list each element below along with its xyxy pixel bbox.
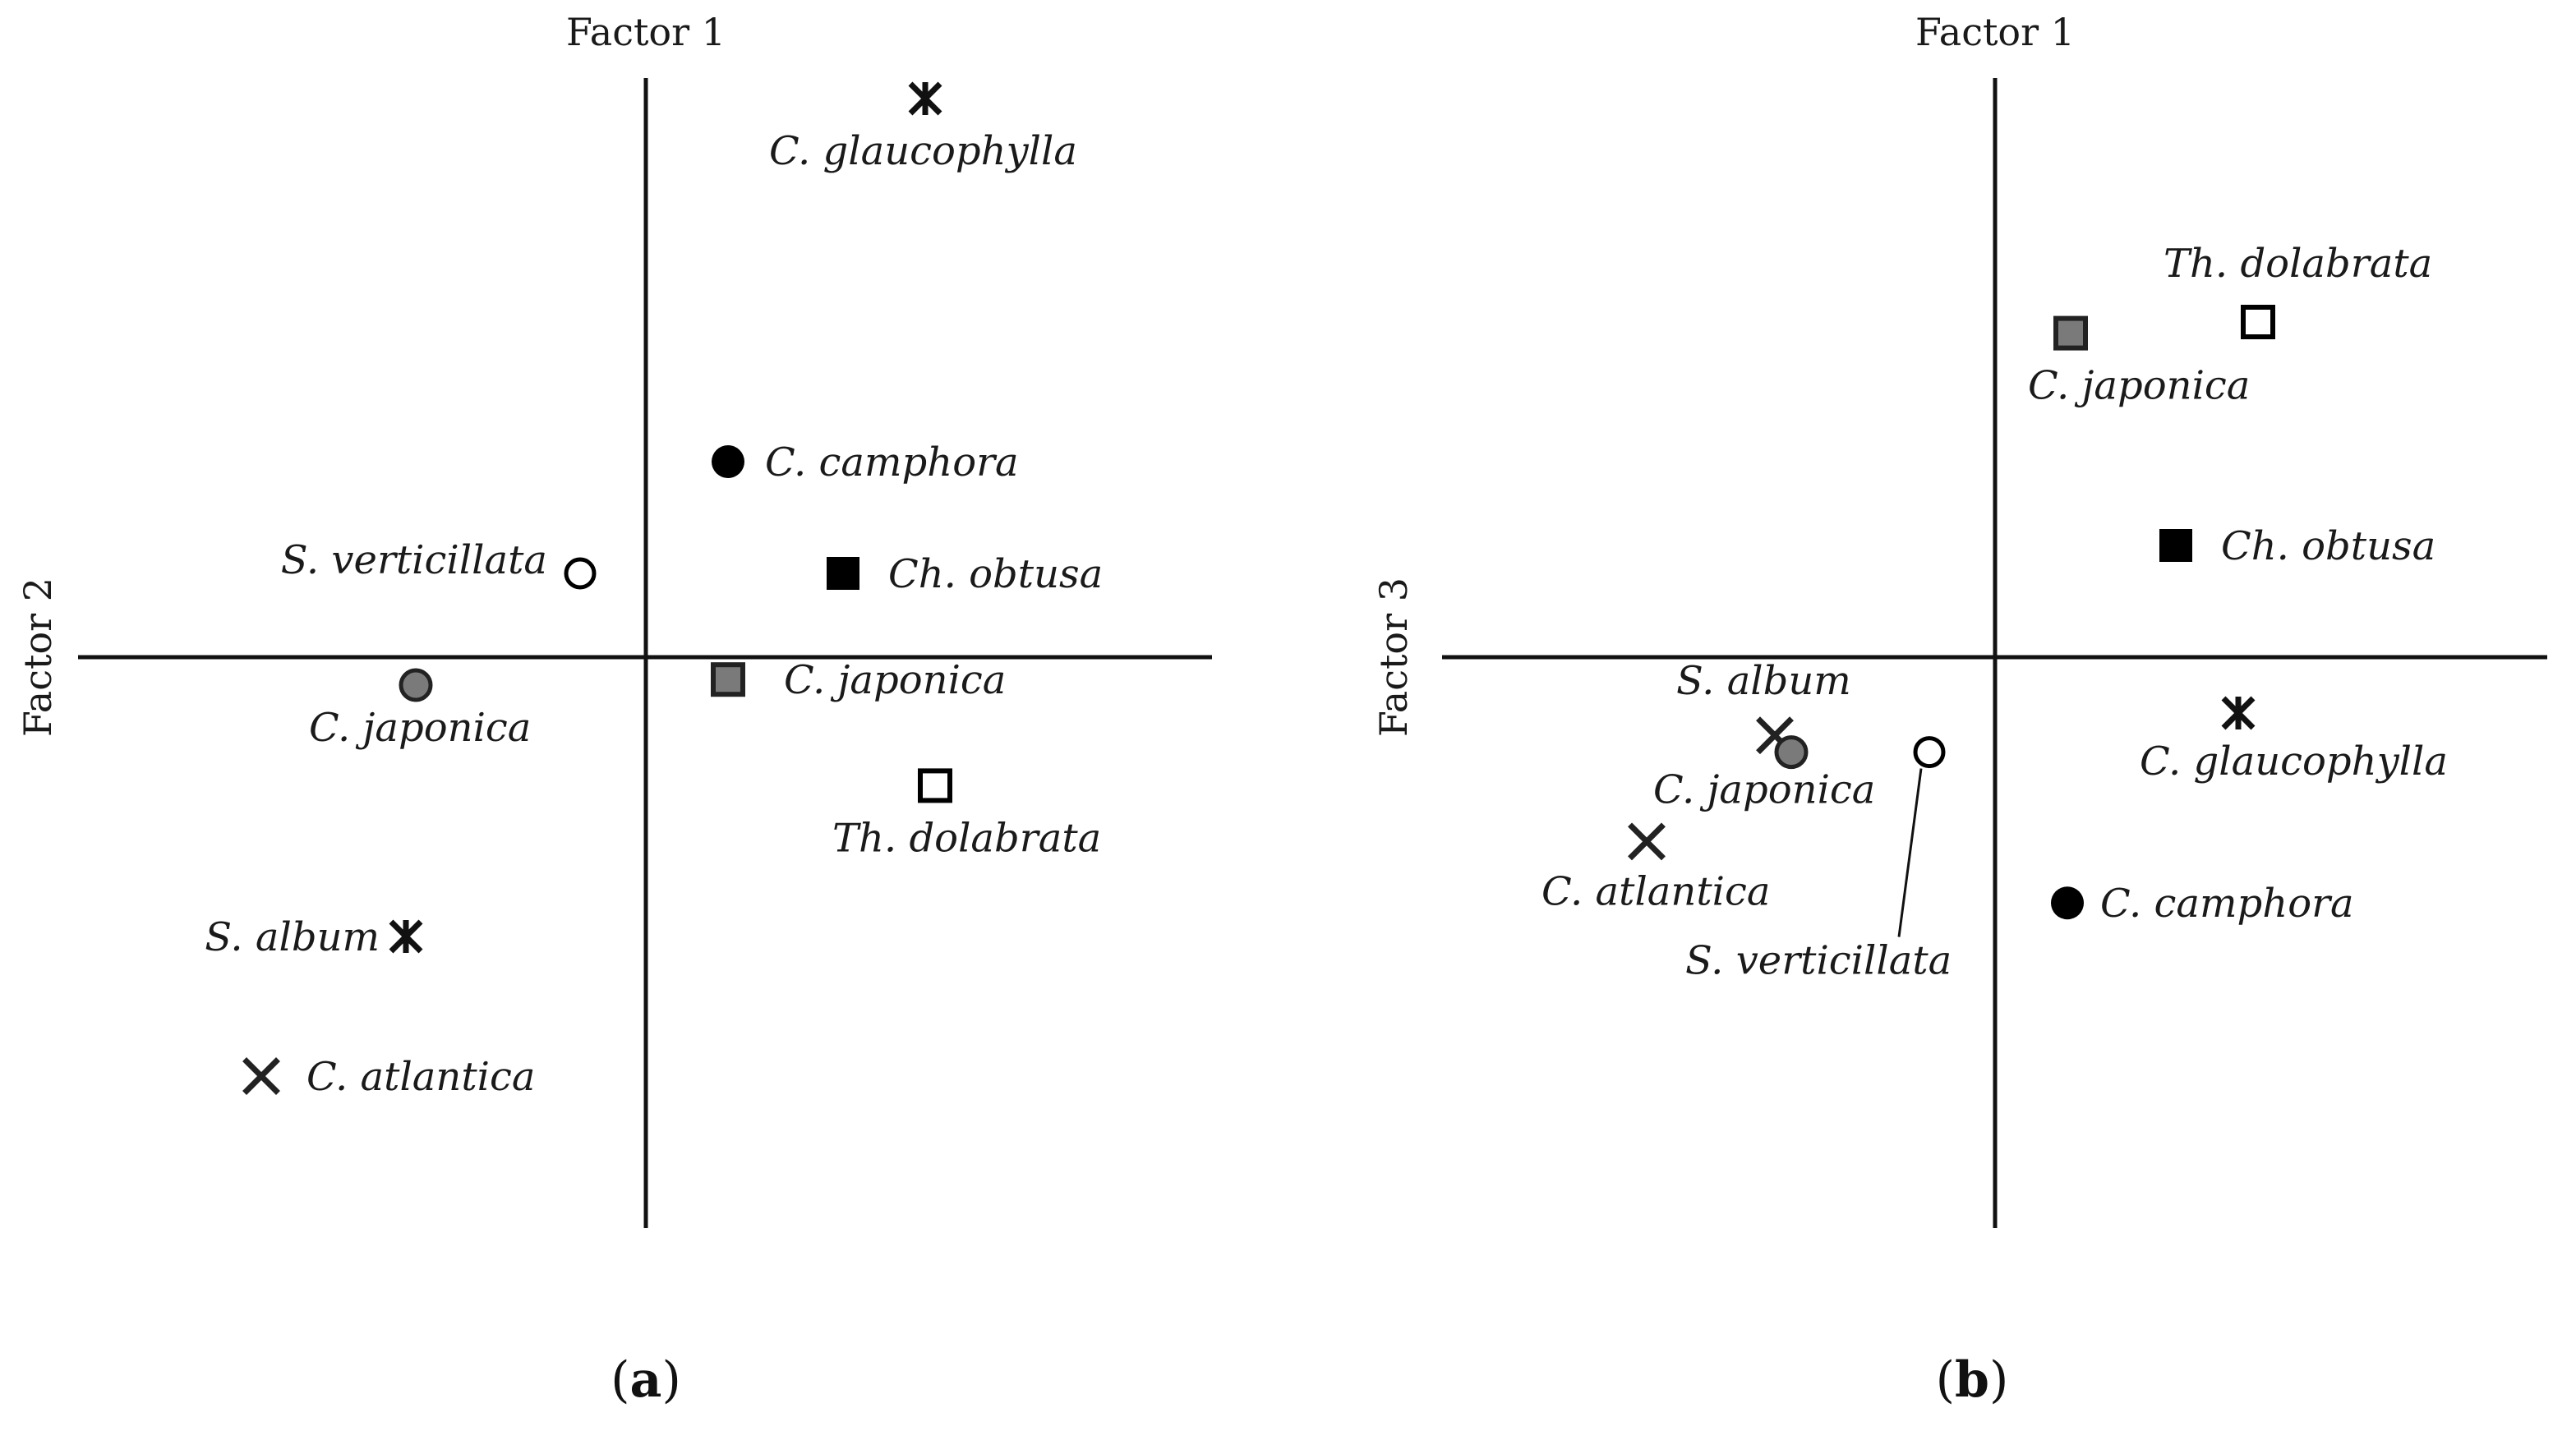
point-s-verticillata-leader-line: [1897, 768, 1923, 937]
point-ch-obtusa-label: Ch. obtusa: [888, 551, 1103, 597]
point-c-glaucophylla-marker: [2221, 696, 2256, 730]
point-c-glaucophylla-label: C. glaucophylla: [2140, 739, 2448, 785]
point-s-verticillata-marker: [564, 557, 597, 590]
point-c-camphora-marker: [2051, 886, 2084, 920]
point-c-japonica-label: C. japonica: [309, 705, 531, 751]
point-c-japonica-marker: [399, 668, 433, 702]
point-c-glaucophylla-label: C. glaucophylla: [769, 128, 1077, 174]
point-c-glaucophylla-marker: [908, 81, 942, 116]
point-s-verticillata-marker: [1913, 736, 1946, 769]
point-c-japonica-marker: [1774, 735, 1809, 770]
y-axis-title: Factor 1: [566, 10, 726, 54]
point-c-atlantica-marker: [242, 1057, 280, 1095]
point-th-dolabrata-label: Th. dolabrata: [2164, 241, 2432, 287]
point-c-japonica-marker: [711, 662, 745, 697]
panel-b: Factor 1 Factor 3 (b) Th. dolabrata C. japon…: [1371, 10, 2547, 1409]
point-s-album-marker: [389, 919, 423, 954]
point-c-camphora-label: C. camphora: [2100, 881, 2354, 927]
x-axis-title: Factor 2: [16, 577, 60, 737]
x-axis-title: Factor 3: [1371, 577, 1416, 737]
point-th-dolabrata-label: Th. dolabrata: [832, 815, 1101, 861]
point-c-camphora-marker: [712, 445, 744, 478]
panel-label: (b): [1936, 1351, 2009, 1409]
point-s-verticillata-label: S. verticillata: [1685, 938, 1952, 984]
point-s-album-label: S. album: [1676, 658, 1851, 704]
point-c-atlantica-label: C. atlantica: [1541, 868, 1770, 914]
point-c-japonica-marker: [2053, 315, 2088, 351]
y-axis-title: Factor 1: [1915, 10, 2075, 54]
point-ch-obtusa-marker: [2159, 529, 2192, 562]
point-ch-obtusa-label: Ch. obtusa: [2221, 523, 2435, 569]
point-th-dolabrata-marker: [2241, 305, 2275, 339]
point-s-album-label: S. album: [205, 914, 380, 960]
point-c-camphora-label: C. camphora: [765, 439, 1019, 485]
point-c-japonica-label: C. japonica: [2028, 363, 2250, 409]
point-th-dolabrata-marker: [918, 768, 952, 803]
point-c-atlantica-marker: [1628, 822, 1666, 861]
point-c-atlantica-label: C. atlantica: [306, 1054, 535, 1100]
point-c-japonica-label: C. japonica: [784, 657, 1006, 703]
point-s-verticillata-label: S. verticillata: [281, 537, 547, 583]
point-ch-obtusa-marker: [827, 557, 859, 590]
point-c-japonica-label: C. japonica: [1653, 767, 1875, 813]
panel-label: (a): [611, 1351, 681, 1409]
panel-a: Factor 1 Factor 2 (a) C. glaucophylla C. cam…: [16, 10, 1212, 1409]
